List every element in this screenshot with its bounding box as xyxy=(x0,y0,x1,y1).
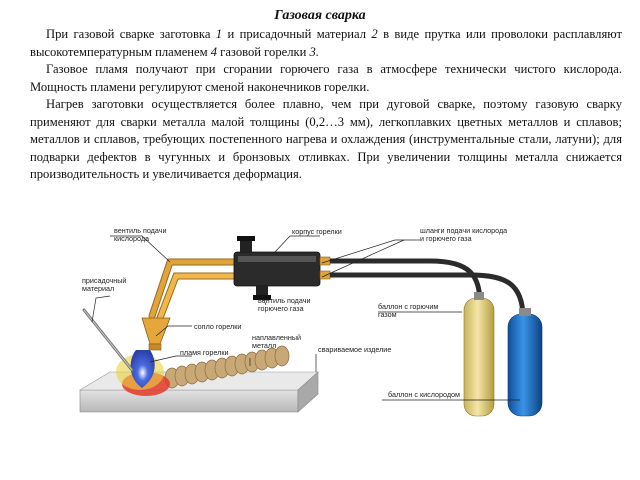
hose-fuel xyxy=(330,258,483,306)
workpiece-plate xyxy=(79,389,299,413)
oxygen-valve-cap xyxy=(237,236,255,241)
oxygen-cylinder-valve xyxy=(519,308,531,316)
oxygen-valve-knob xyxy=(240,240,252,252)
hose-oxygen xyxy=(330,272,526,319)
label-workpiece: свариваемое изделие xyxy=(318,345,391,354)
body-text: При газовой сварке заготовка 1 и присадо… xyxy=(30,26,622,184)
hose-connector-bottom xyxy=(319,270,331,280)
torch-body-highlight xyxy=(238,256,316,262)
paragraph-1: При газовой сварке заготовка 1 и присадо… xyxy=(30,27,623,59)
label-nozzle: сопло горелки xyxy=(194,322,241,331)
filler-rod-highlight xyxy=(83,309,133,371)
paragraph-3: Нагрев заготовки осуществляется более пл… xyxy=(30,97,622,181)
flame xyxy=(130,350,155,388)
oxygen-cylinder xyxy=(507,313,543,417)
gas-valve-cap xyxy=(253,295,271,300)
gas-valve-knob xyxy=(256,286,268,296)
label-torch-body: корпус горелки xyxy=(292,227,342,236)
torch-tubes xyxy=(148,258,244,322)
leader-lines xyxy=(91,235,520,401)
label-flame: пламя горелки xyxy=(180,348,228,357)
fuel-gas-cylinder xyxy=(463,297,495,417)
fuel-cylinder-valve xyxy=(474,292,484,300)
label-oxygen-cylinder: баллон с кислородом xyxy=(388,390,460,399)
torch-nozzle xyxy=(141,317,171,345)
paragraph-2: Газовое пламя получают при сгорании горю… xyxy=(30,62,622,94)
workpiece-plate-side xyxy=(297,371,319,413)
page-title: Газовая сварка xyxy=(274,8,366,23)
torch-nozzle-tip xyxy=(148,343,162,351)
